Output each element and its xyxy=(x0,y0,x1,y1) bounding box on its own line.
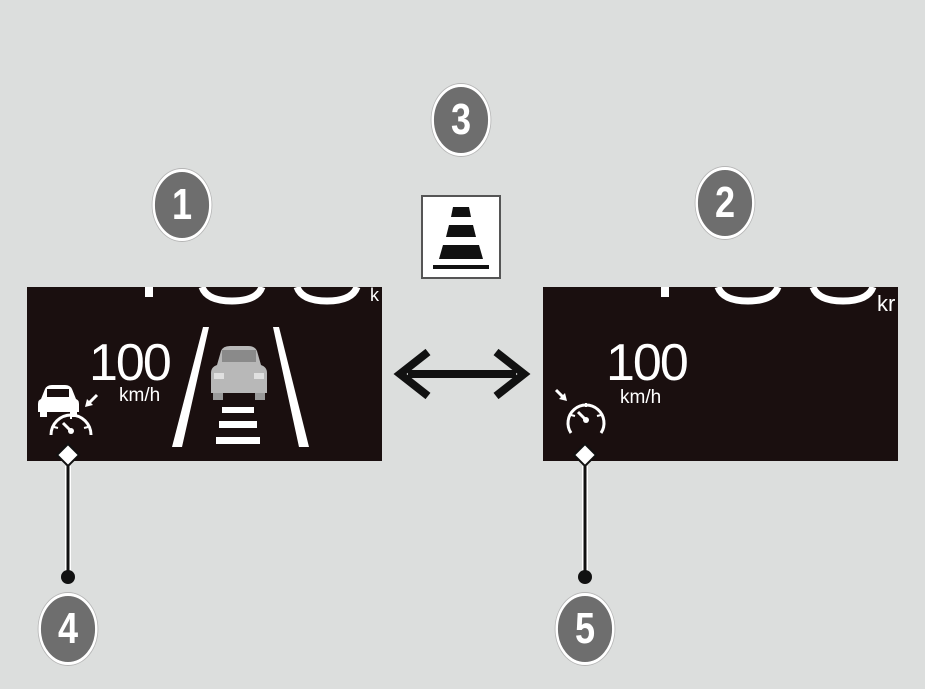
set-speed-value: 100 xyxy=(606,334,689,392)
speedometer-icon xyxy=(49,413,93,436)
large-speed-digits-right: kr xyxy=(661,287,895,316)
svg-text:k: k xyxy=(370,287,380,305)
double-arrow-icon xyxy=(393,348,531,400)
callout-4: 4 xyxy=(38,593,98,665)
leader-line-4 xyxy=(55,442,81,584)
display-panel-left: k 100 km/h xyxy=(27,287,382,461)
svg-text:kr: kr xyxy=(877,291,895,316)
large-speed-digits-left: k xyxy=(145,287,380,305)
cruise-set-arrow-icon xyxy=(554,388,567,401)
lane-keeping-indicator-icon xyxy=(421,195,501,279)
lane-road-icon xyxy=(172,327,309,447)
callout-1: 1 xyxy=(152,169,212,241)
leader-line-5 xyxy=(572,442,598,584)
callout-5: 5 xyxy=(555,593,615,665)
set-speed-unit: km/h xyxy=(620,387,662,408)
display-panel-right: kr 100 km/h xyxy=(543,287,898,461)
callout-3: 3 xyxy=(431,84,491,156)
cruise-set-arrow-icon xyxy=(85,393,99,407)
set-speed-value: 100 xyxy=(89,334,172,392)
set-speed-unit: km/h xyxy=(119,385,161,406)
speedometer-icon xyxy=(566,403,606,434)
vehicle-ahead-icon xyxy=(211,346,267,400)
callout-2: 2 xyxy=(695,167,755,239)
